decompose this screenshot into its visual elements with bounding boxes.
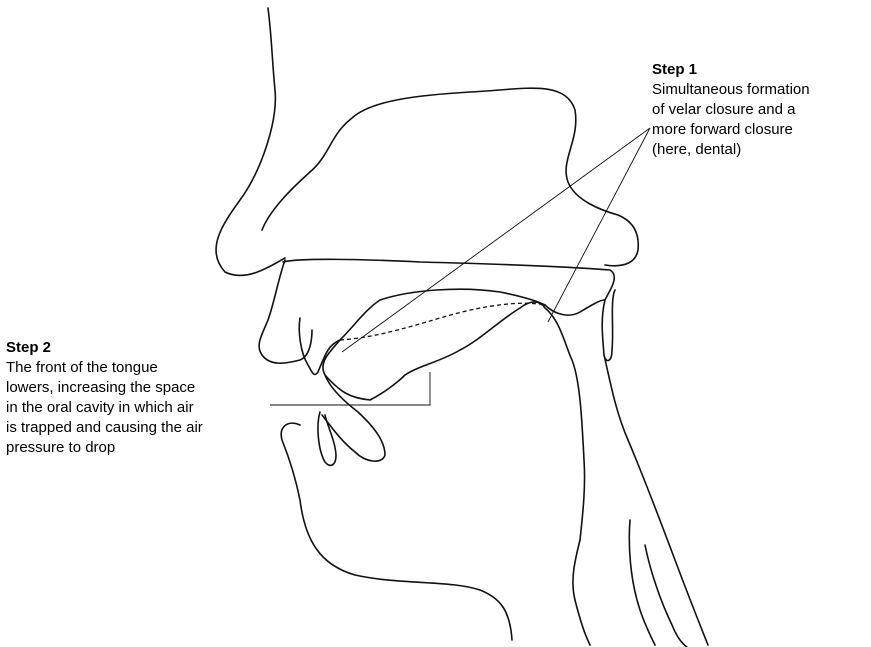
step1-description: Simultaneous formation of velar closure … <box>652 80 867 160</box>
step2-leader <box>270 372 430 405</box>
step2-annotation: Step 2 The front of the tongue lowers, i… <box>6 338 271 458</box>
step2-description: The front of the tongue lowers, increasi… <box>6 358 271 458</box>
lower-lip <box>318 412 336 465</box>
larynx-fold <box>645 545 688 647</box>
nose-profile <box>216 8 285 275</box>
epiglottis <box>573 540 590 645</box>
step1-leader-back <box>548 128 650 322</box>
step1-title: Step 1 <box>652 60 867 80</box>
nasal-cavity <box>262 88 638 266</box>
larynx-front <box>629 520 655 645</box>
tongue-upper-surface <box>340 289 545 340</box>
chin-jaw <box>281 423 512 640</box>
step1-annotation: Step 1 Simultaneous formation of velar c… <box>652 60 867 160</box>
velum <box>545 300 604 315</box>
step2-title: Step 2 <box>6 338 271 358</box>
tongue-raised-position <box>340 303 545 340</box>
step1-leader-front <box>342 128 650 352</box>
pharynx-wall <box>604 355 708 645</box>
lower-teeth <box>322 375 385 461</box>
